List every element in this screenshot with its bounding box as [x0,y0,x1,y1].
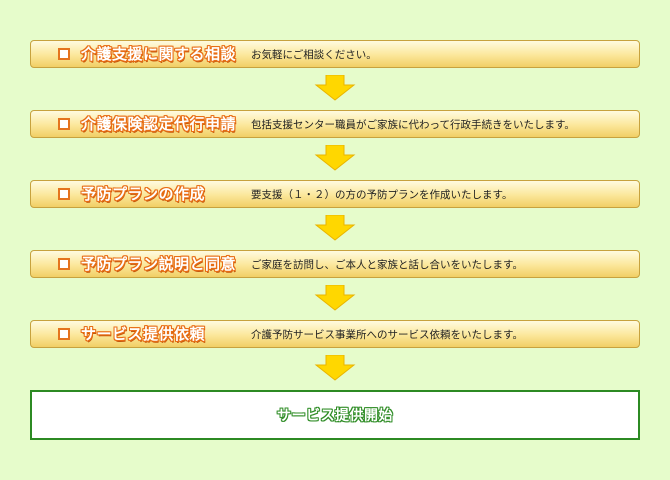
step-title: 予防プランの作成 [81,185,206,203]
arrow-down-icon [314,75,356,101]
step-description: 介護予防サービス事業所へのサービス依頼をいたします。 [251,329,523,341]
step-title: 予防プラン説明と同意 [81,255,237,273]
step-description: お気軽にご相談ください。 [251,49,377,61]
final-label: サービス提供開始 [277,408,393,424]
checkbox-icon [58,258,70,270]
arrow-down-icon [314,145,356,171]
flow-arrow [30,138,640,180]
flow-arrow [30,68,640,110]
checkbox-icon [58,328,70,340]
arrow-down-icon [314,215,356,241]
flow-step-consultation: 介護支援に関する相談 お気軽にご相談ください。 [30,40,640,68]
checkbox-icon [58,48,70,60]
arrow-down-icon [314,355,356,381]
flow-arrow [30,208,640,250]
flow-step-application: 介護保険認定代行申請 包括支援センター職員がご家族に代わって行政手続きをいたしま… [30,110,640,138]
flow-diagram: 介護支援に関する相談 お気軽にご相談ください。 介護保険認定代行申請 包括支援セ… [30,40,640,440]
checkbox-icon [58,188,70,200]
flow-step-plan-creation: 予防プランの作成 要支援（１・２）の方の予防プランを作成いたします。 [30,180,640,208]
step-description: ご家庭を訪問し、ご本人と家族と話し合いをいたします。 [251,259,523,271]
flow-step-plan-explanation: 予防プラン説明と同意 ご家庭を訪問し、ご本人と家族と話し合いをいたします。 [30,250,640,278]
checkbox-icon [58,118,70,130]
step-description: 要支援（１・２）の方の予防プランを作成いたします。 [251,189,513,201]
step-description: 包括支援センター職員がご家族に代わって行政手続きをいたします。 [251,119,575,131]
step-title: 介護支援に関する相談 [81,45,237,63]
step-title: 介護保険認定代行申請 [81,115,237,133]
flow-arrow [30,348,640,390]
flow-final-service-start: サービス提供開始 [30,390,640,440]
arrow-down-icon [314,285,356,311]
step-title: サービス提供依頼 [81,325,206,343]
flow-arrow [30,278,640,320]
flow-step-service-request: サービス提供依頼 介護予防サービス事業所へのサービス依頼をいたします。 [30,320,640,348]
